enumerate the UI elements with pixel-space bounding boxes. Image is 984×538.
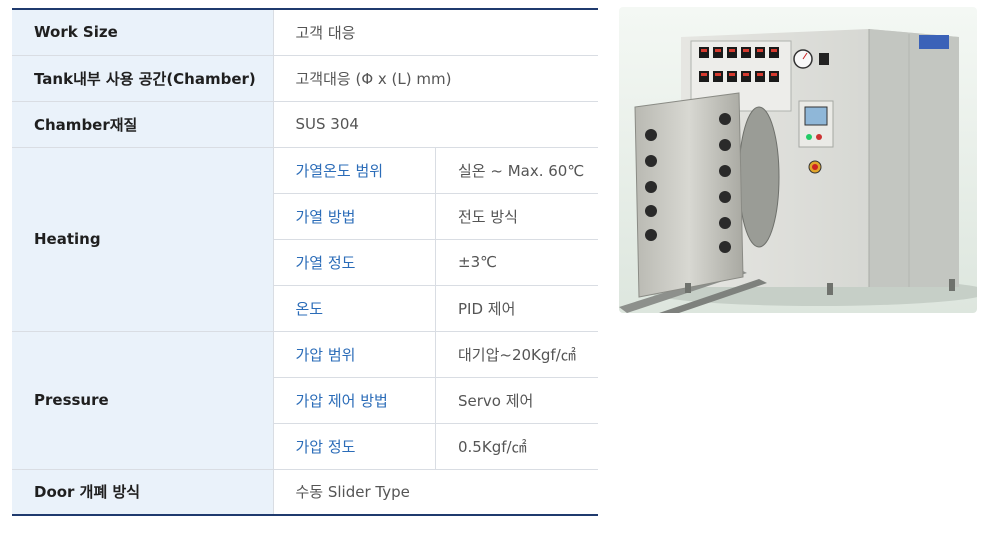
chamber-machine-image xyxy=(619,7,977,313)
row-value: 고객 대응 xyxy=(273,9,598,56)
sub-label: 가열 정도 xyxy=(273,239,436,286)
table-row: 가압 정도 0.5Kgf/㎠ xyxy=(12,423,598,470)
sub-value: 대기압~20Kgf/㎠ xyxy=(435,331,598,378)
table-row: Pressure 가압 범위 대기압~20Kgf/㎠ xyxy=(12,331,598,470)
row-label: Door 개폐 방식 xyxy=(12,469,274,515)
sub-value: ±3℃ xyxy=(435,239,598,286)
group-label-pressure: Pressure xyxy=(12,331,274,470)
sub-label: 온도 xyxy=(273,285,436,332)
table-row: Work Size 고객 대응 xyxy=(12,9,598,56)
sub-label: 가압 범위 xyxy=(273,331,436,378)
row-value: 수동 Slider Type xyxy=(295,483,410,502)
sub-value: Servo 제어 xyxy=(435,377,598,424)
row-label: Work Size xyxy=(12,9,274,56)
table-row: Door 개폐 방식 수동 Slider Type xyxy=(12,469,598,515)
sub-value: 실온 ~ Max. 60℃ xyxy=(435,147,598,194)
group-label-heating: Heating xyxy=(12,147,274,332)
product-photo xyxy=(619,7,977,313)
sub-label: 가열 방법 xyxy=(273,193,436,240)
row-value: 고객대응 (Φ x (L) mm) xyxy=(273,55,598,102)
table-row: 가열 정도 ±3℃ xyxy=(12,239,598,286)
table-row: Heating 가열온도 범위 실온 ~ Max. 60℃ xyxy=(12,147,598,332)
row-label: Chamber재질 xyxy=(12,101,274,148)
table-row: Tank내부 사용 공간(Chamber) 고객대응 (Φ x (L) mm) xyxy=(12,55,598,102)
row-label: Tank내부 사용 공간(Chamber) xyxy=(12,55,274,102)
sub-value: 0.5Kgf/㎠ xyxy=(435,423,598,470)
spec-table: Work Size 고객 대응 Tank내부 사용 공간(Chamber) 고객… xyxy=(12,8,598,516)
table-row: Chamber재질 SUS 304 xyxy=(12,101,598,148)
sub-label: 가압 정도 xyxy=(273,423,436,470)
table-row: 가압 제어 방법 Servo 제어 xyxy=(12,377,598,424)
row-value: SUS 304 xyxy=(273,101,598,148)
sub-value: 전도 방식 xyxy=(435,193,598,240)
sub-value: PID 제어 xyxy=(435,285,598,332)
sub-label: 가압 제어 방법 xyxy=(273,377,436,424)
table-row: 가열 방법 전도 방식 xyxy=(12,193,598,240)
table-row: 온도 PID 제어 xyxy=(12,285,598,332)
sub-label: 가열온도 범위 xyxy=(273,147,436,194)
